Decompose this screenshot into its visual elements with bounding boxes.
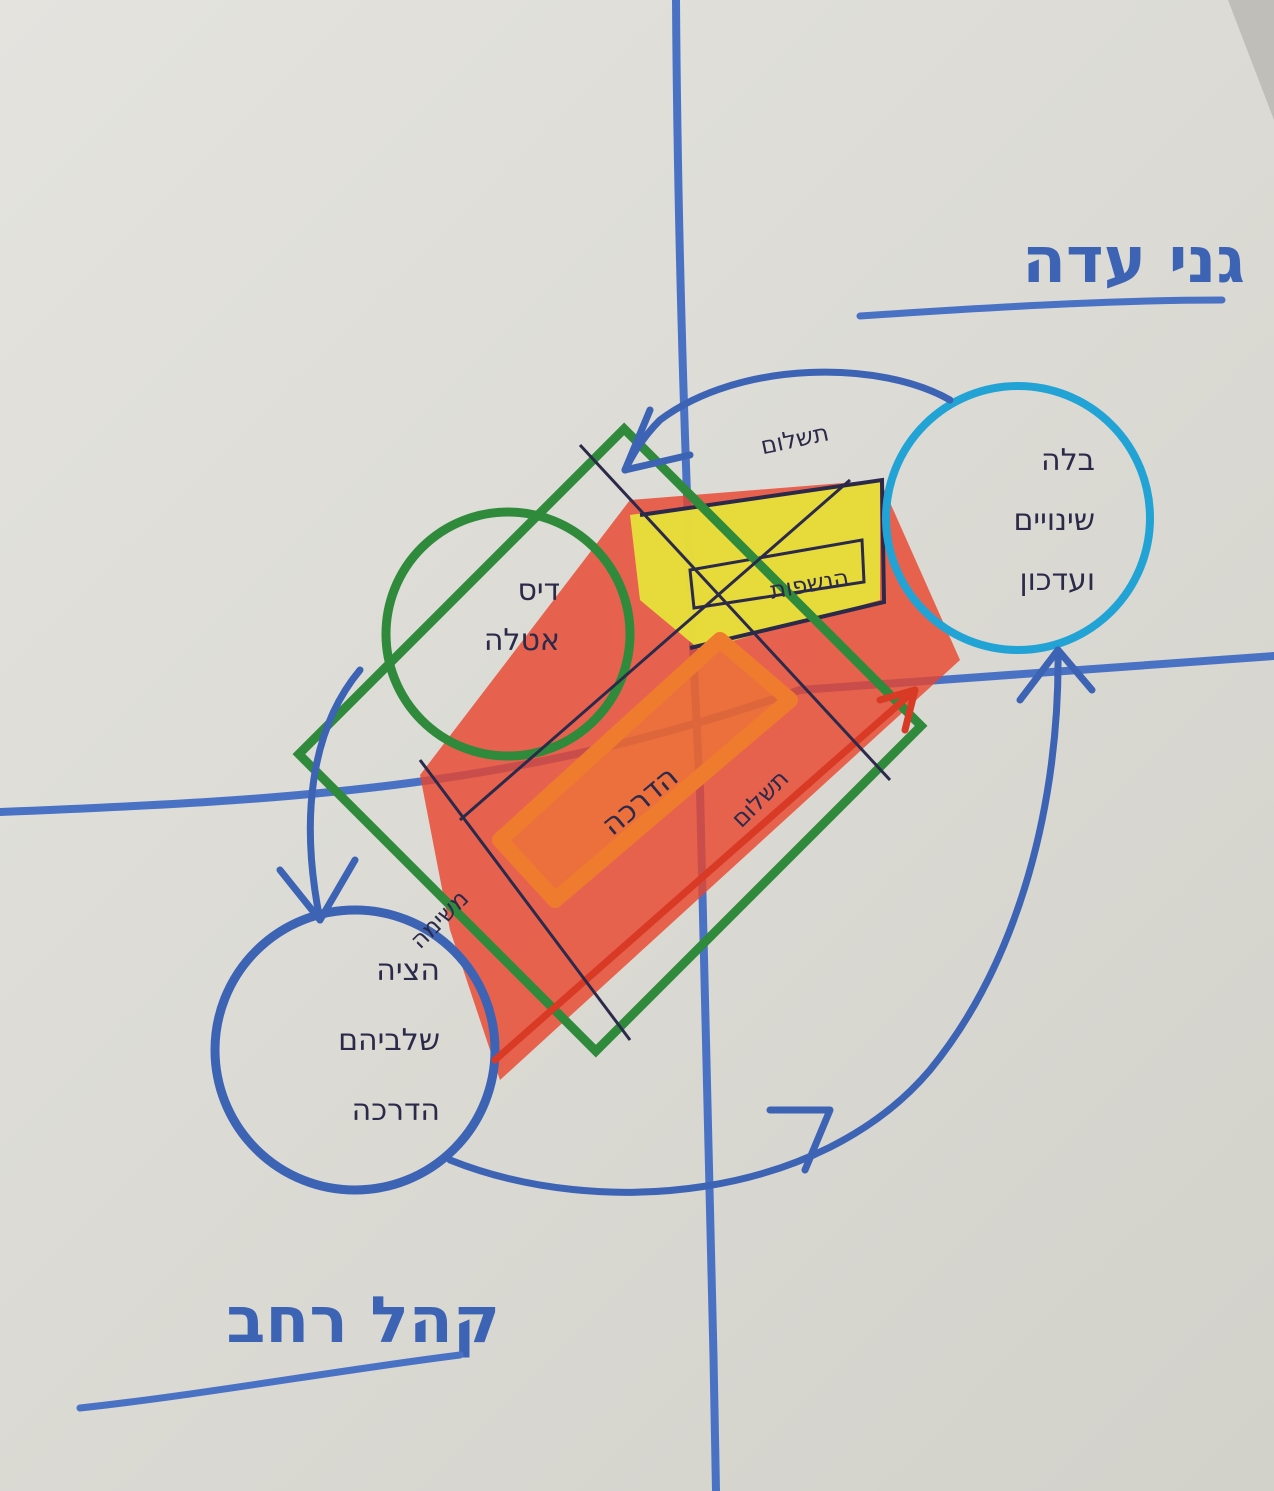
- circle-bottom: [210, 905, 500, 1195]
- label-top-arrow: תשלום: [758, 418, 831, 460]
- arrow-right-head: [1016, 646, 1096, 704]
- red-arrow: [491, 686, 919, 1064]
- blue-arrows: [276, 368, 1096, 1196]
- circle-top-left: [381, 507, 635, 761]
- arrow-right: [446, 646, 1062, 1196]
- circle-right: [882, 382, 1154, 654]
- circle-bottom-text: הציה שלביהם הדרכה: [338, 953, 440, 1128]
- title-bottom-left: קהל רחב: [226, 1284, 500, 1358]
- title-top-right: גני עדה: [1022, 224, 1245, 298]
- arrow-left-head: [276, 856, 359, 924]
- arrow-top-head: [621, 406, 694, 474]
- arrow-left: [306, 666, 364, 924]
- circle-top-left-line-1: דיס: [517, 573, 560, 608]
- orange-box: [492, 632, 798, 908]
- circle-right-line-1: בלה: [1041, 443, 1095, 478]
- circle-right-text: בלה שינויים ועדכון: [1014, 443, 1095, 598]
- ink-lines: [418, 443, 892, 1041]
- circle-top-left-text: דיס אטלה: [484, 573, 560, 658]
- circle-bottom-line-3: הדרכה: [352, 1093, 440, 1128]
- arrow-right-mid-head: [766, 1106, 834, 1174]
- circle-bottom-line-2: שלביהם: [338, 1023, 440, 1058]
- circle-right-line-2: שינויים: [1014, 503, 1095, 538]
- circle-right-line-3: ועדכון: [1019, 563, 1095, 598]
- title-top-underline: [856, 296, 1226, 320]
- circle-bottom-line-1: הציה: [376, 953, 440, 988]
- title-bottom-underline: [76, 1351, 464, 1412]
- green-rectangle: [292, 422, 928, 1058]
- page-corner: [1228, 0, 1274, 120]
- circle-top-left-line-2: אטלה: [484, 623, 560, 658]
